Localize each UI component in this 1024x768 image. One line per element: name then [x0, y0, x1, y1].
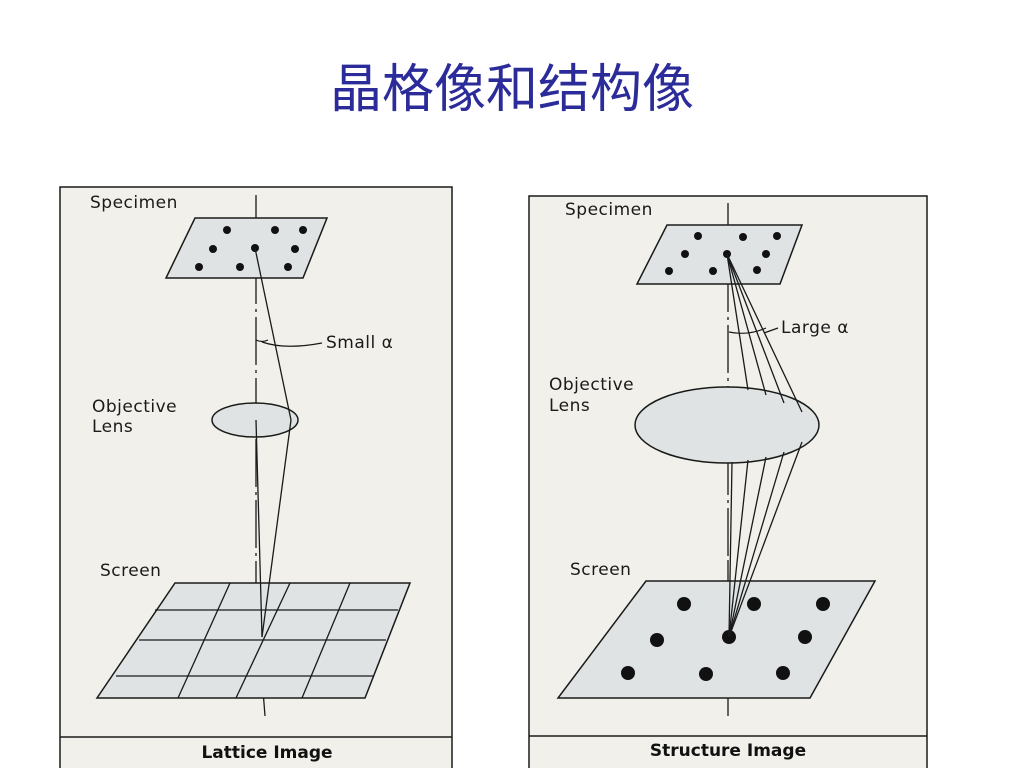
- slide-title: 晶格像和结构像: [329, 60, 694, 120]
- right-screen-image-dots: [621, 597, 830, 681]
- right-specimen-atom: [665, 267, 673, 275]
- left-grid-line: [235, 582, 291, 699]
- right-ray: [726, 253, 767, 396]
- left-aperture-label: Small α: [326, 333, 393, 353]
- right-ray: [726, 253, 749, 391]
- left-specimen-atoms: [195, 226, 307, 271]
- right-specimen-atom: [681, 250, 689, 258]
- left-specimen-label: Specimen: [90, 193, 178, 213]
- left-lens-label-line1: Objective: [92, 397, 177, 417]
- left-ray: [254, 247, 292, 421]
- right-ray: [728, 461, 733, 638]
- right-image-dot: [747, 597, 761, 611]
- left-grid-line: [177, 582, 231, 699]
- right-image-dot: [816, 597, 830, 611]
- right-lens-label-line2: Lens: [549, 396, 590, 416]
- left-specimen-plate: [164, 217, 329, 279]
- left-screen-label: Screen: [100, 561, 161, 581]
- right-ray: [726, 253, 785, 404]
- right-image-dot: [798, 630, 812, 644]
- right-ray: [728, 451, 785, 638]
- right-caption: Structure Image: [650, 741, 806, 761]
- left-specimen-atom: [271, 226, 279, 234]
- right-specimen-atom: [694, 232, 702, 240]
- left-grid-line: [301, 582, 351, 699]
- left-ray-cone: [254, 247, 292, 638]
- left-caption: Lattice Image: [201, 743, 332, 763]
- left-specimen-atom: [291, 245, 299, 253]
- right-ray: [728, 456, 767, 638]
- right-image-dot: [776, 666, 790, 680]
- right-specimen-atoms: [665, 232, 781, 275]
- right-specimen-atom: [709, 267, 717, 275]
- right-alpha-arc: [728, 327, 767, 334]
- right-specimen-atom: [773, 232, 781, 240]
- right-specimen-atom: [739, 233, 747, 241]
- right-specimen-label: Specimen: [565, 200, 653, 220]
- structure-image-panel: Specimen Large α Objective Lens Screen S…: [528, 195, 928, 768]
- right-image-dot: [621, 666, 635, 680]
- left-specimen-atom: [209, 245, 217, 253]
- right-image-dot: [650, 633, 664, 647]
- left-specimen-atom: [284, 263, 292, 271]
- right-ray: [728, 441, 803, 638]
- left-specimen-atom: [195, 263, 203, 271]
- left-alpha-leader: [261, 341, 323, 347]
- right-image-dot: [699, 667, 713, 681]
- right-ray-fan: [726, 253, 803, 638]
- left-specimen-atom: [223, 226, 231, 234]
- left-screen-grid: [116, 582, 398, 699]
- left-specimen-atom: [299, 226, 307, 234]
- right-screen-label: Screen: [570, 560, 631, 580]
- left-alpha-arc: [255, 339, 269, 343]
- right-specimen-atom: [762, 250, 770, 258]
- lattice-image-panel: Specimen Small α Objective Lens Screen L…: [59, 186, 453, 768]
- right-objective-lens: [634, 386, 820, 464]
- right-alpha-leader: [763, 327, 779, 334]
- right-aperture-label: Large α: [781, 318, 849, 338]
- left-specimen-atom: [236, 263, 244, 271]
- right-lens-label-line1: Objective: [549, 375, 634, 395]
- right-ray: [728, 459, 749, 638]
- left-ray: [255, 419, 263, 638]
- right-screen-plate: [556, 580, 877, 699]
- left-ray: [261, 419, 292, 638]
- left-objective-lens: [211, 402, 299, 438]
- left-lens-label-line2: Lens: [92, 417, 133, 437]
- right-image-dot: [677, 597, 691, 611]
- right-specimen-atom: [753, 266, 761, 274]
